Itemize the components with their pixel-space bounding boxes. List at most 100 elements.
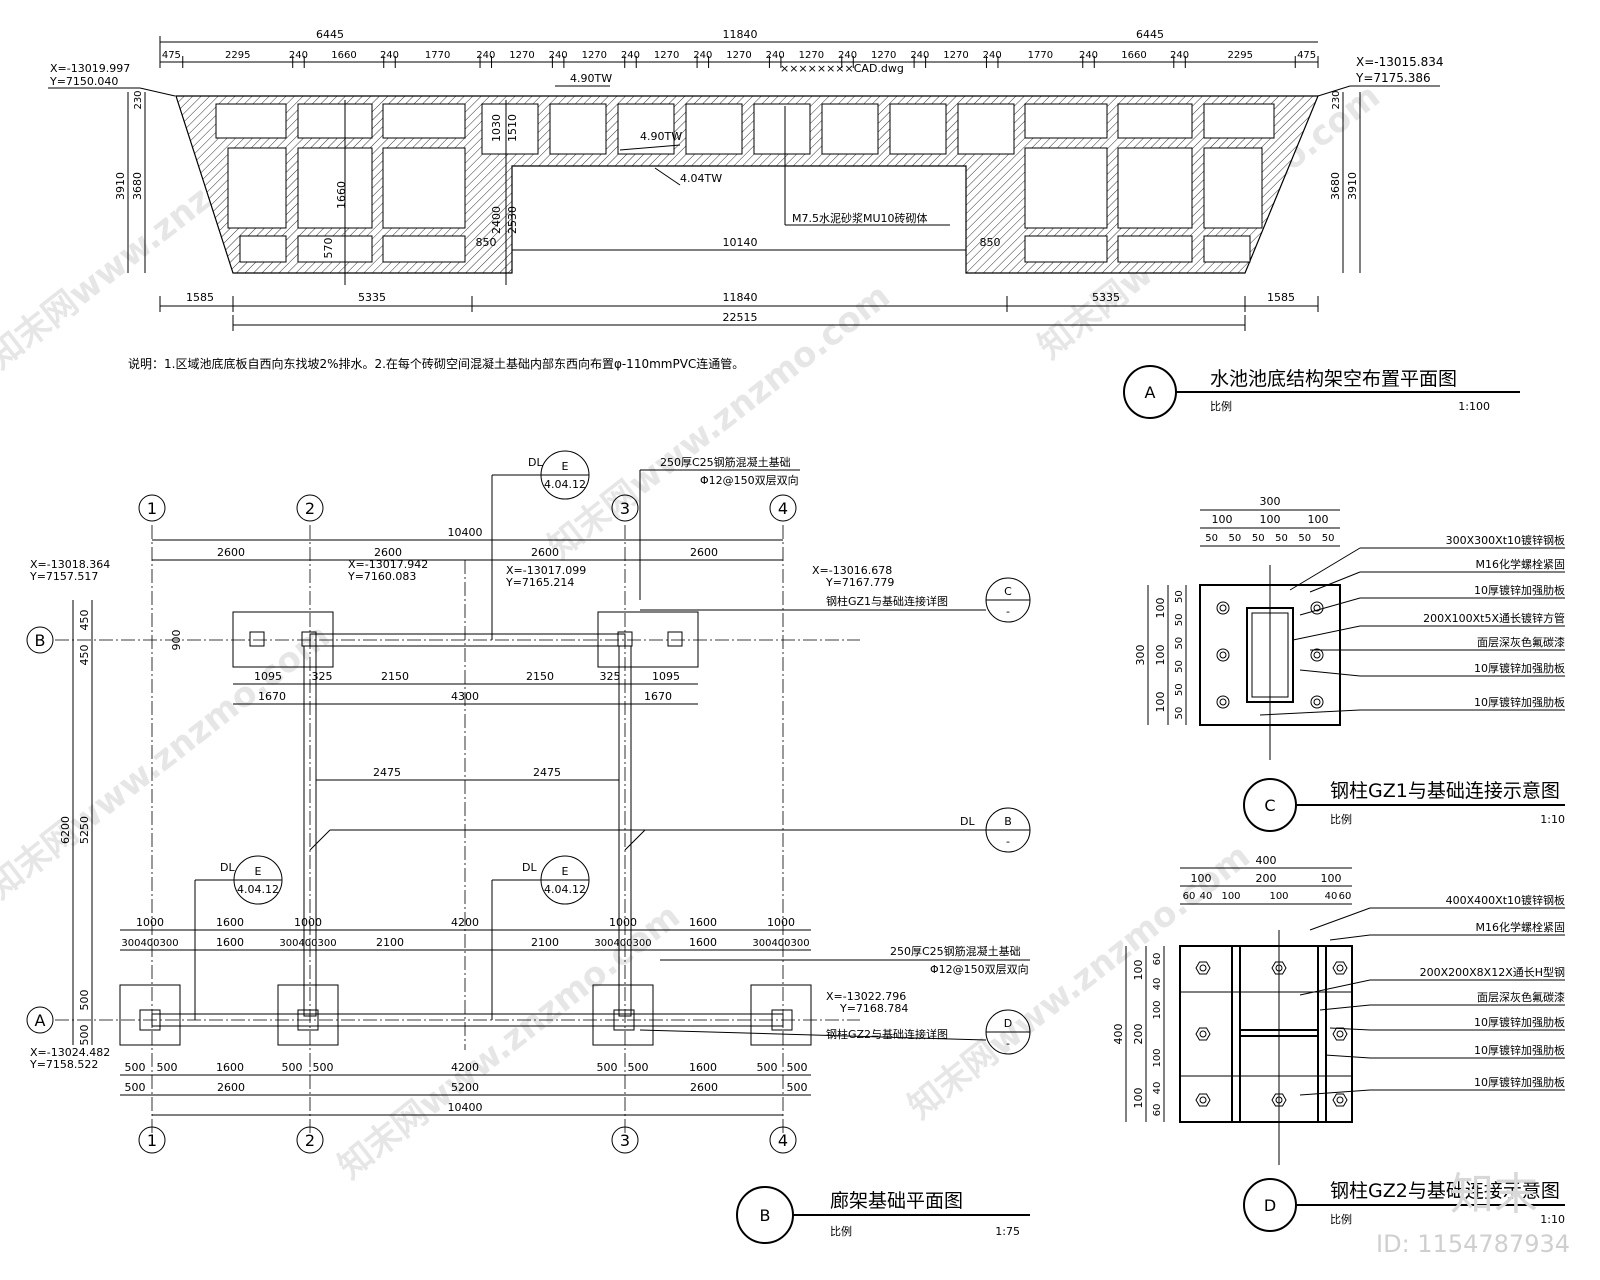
callout-e-mid: E 4.04.12 DL xyxy=(491,855,590,1020)
dim-text: 240 xyxy=(476,50,495,61)
dim-text: 500 xyxy=(78,1025,91,1046)
coord-label: X=-13016.678 xyxy=(812,564,892,577)
detail-ref-note: 钢柱GZ2与基础连接详图 xyxy=(826,1027,948,1041)
dim-text: 300 xyxy=(1134,645,1147,666)
axis-bubble xyxy=(769,1126,797,1154)
dim-text: 40 xyxy=(1200,891,1213,902)
callout-d-detail: D - xyxy=(639,1009,1031,1055)
callout-tag: DL xyxy=(528,456,543,469)
scale-value: 1:75 xyxy=(995,1225,1020,1238)
scale-label: 比例 xyxy=(1210,399,1232,413)
dim-text: 300400300 xyxy=(279,938,336,949)
dim-text: 40 xyxy=(1325,891,1338,902)
bolt-icon xyxy=(1199,1030,1207,1038)
dim-text: 100 xyxy=(1152,1048,1163,1067)
bolt-icon xyxy=(1332,1093,1348,1107)
bolt-icon xyxy=(1219,604,1227,612)
pool-cells-left xyxy=(215,103,466,263)
drawing-title: 钢柱GZ1与基础连接示意图 xyxy=(1330,780,1560,802)
dim-text: 475 xyxy=(162,50,181,61)
scale-value: 1:100 xyxy=(1458,400,1490,413)
elevation-label: 4.90TW xyxy=(570,72,612,85)
column-base xyxy=(297,1009,319,1031)
pool-cells-middle xyxy=(481,103,1015,155)
dim-text: 500 xyxy=(313,1061,334,1074)
dim-text: 6445 xyxy=(316,28,344,41)
watermark-text: 知末网www.znzmo.com xyxy=(0,616,338,907)
grade-beam-b xyxy=(309,633,626,647)
dim-text: 100 xyxy=(1154,692,1167,713)
dim-text: 60 xyxy=(1152,1104,1163,1117)
dim-text: 240 xyxy=(1079,50,1098,61)
axis-bubble xyxy=(26,1006,54,1034)
grade-beam-a xyxy=(151,1013,784,1027)
bolt-icon xyxy=(1310,648,1324,662)
rebar-note: Φ12@150双层双向 xyxy=(930,962,1029,976)
bolt-icon xyxy=(1271,1093,1287,1107)
dim-text: 1670 xyxy=(258,690,286,703)
column-base xyxy=(667,631,683,647)
footing-a2 xyxy=(277,984,339,1046)
title-bubble-letter: B xyxy=(760,1206,771,1225)
footing-a4 xyxy=(750,984,812,1046)
callout-c-detail: C - xyxy=(640,577,1031,623)
bolt-icon xyxy=(1216,648,1230,662)
axis-bubble xyxy=(611,494,639,522)
dim-text: 300400300 xyxy=(121,938,178,949)
dim-text: 50 xyxy=(1174,614,1185,627)
footing-b1 xyxy=(232,611,334,668)
coord-label: Y=7168.784 xyxy=(839,1002,908,1015)
dim-text: 2150 xyxy=(381,670,409,683)
dim-text: 1095 xyxy=(652,670,680,683)
axis-bubble-label: 2 xyxy=(305,499,315,518)
bolt-icon xyxy=(1199,964,1207,972)
leader-line xyxy=(1329,934,1371,941)
axis-bubble xyxy=(611,1126,639,1154)
scale-label: 比例 xyxy=(830,1224,852,1238)
dim-text: 300 xyxy=(1260,495,1281,508)
dim-text: 50 xyxy=(1174,590,1185,603)
title-bubble-letter: D xyxy=(1264,1196,1276,1215)
dim-text: 325 xyxy=(312,670,333,683)
axis-bubble-label: B xyxy=(35,631,46,650)
dim-text: 10140 xyxy=(723,236,758,249)
footing-b2 xyxy=(597,611,699,668)
coord-label: X=-13017.942 xyxy=(348,558,428,571)
coordinate-labels: X=-13018.364 Y=7157.517 X=-13017.942 Y=7… xyxy=(29,558,908,1071)
dim-text: 570 xyxy=(322,238,335,259)
leader-line xyxy=(1292,625,1361,641)
callout-ref: D xyxy=(1004,1017,1012,1030)
footing-a1 xyxy=(119,984,181,1046)
dim-text: 450 xyxy=(78,645,91,666)
leader-line xyxy=(1309,907,1371,931)
detail-label: 10厚镀锌加强肋板 xyxy=(1474,661,1565,675)
dim-text: 240 xyxy=(693,50,712,61)
coord-label: Y=7158.522 xyxy=(29,1058,98,1071)
drawing-title: 钢柱GZ2与基础连接示意图 xyxy=(1330,1180,1560,1202)
dim-text: 1095 xyxy=(254,670,282,683)
base-plate xyxy=(1179,945,1353,1123)
coord-y-left: Y=7150.040 xyxy=(49,75,118,88)
dim-text: 1270 xyxy=(726,50,751,61)
dim-text: 50 xyxy=(1275,533,1288,544)
axis-bubble-label: 1 xyxy=(147,499,157,518)
axis-bubble xyxy=(296,494,324,522)
dim-text: 100 xyxy=(1221,891,1240,902)
dim-text: 1270 xyxy=(943,50,968,61)
dim-text: 4200 xyxy=(451,1061,479,1074)
dim-text: 240 xyxy=(983,50,1002,61)
dim-text: 6200 xyxy=(59,816,72,844)
dim-text: 2530 xyxy=(506,206,519,234)
axis-bubble-label: 3 xyxy=(620,1131,630,1150)
dim-text: 100 xyxy=(1132,960,1145,981)
dim-text: 1770 xyxy=(425,50,450,61)
dim-text: 300400300 xyxy=(752,938,809,949)
image-id-tag: ID: 1154787934 xyxy=(1376,1230,1570,1258)
coord-label: X=-13017.099 xyxy=(506,564,586,577)
axis-bubble-label: 4 xyxy=(778,499,788,518)
dim-text: 50 xyxy=(1174,707,1185,720)
